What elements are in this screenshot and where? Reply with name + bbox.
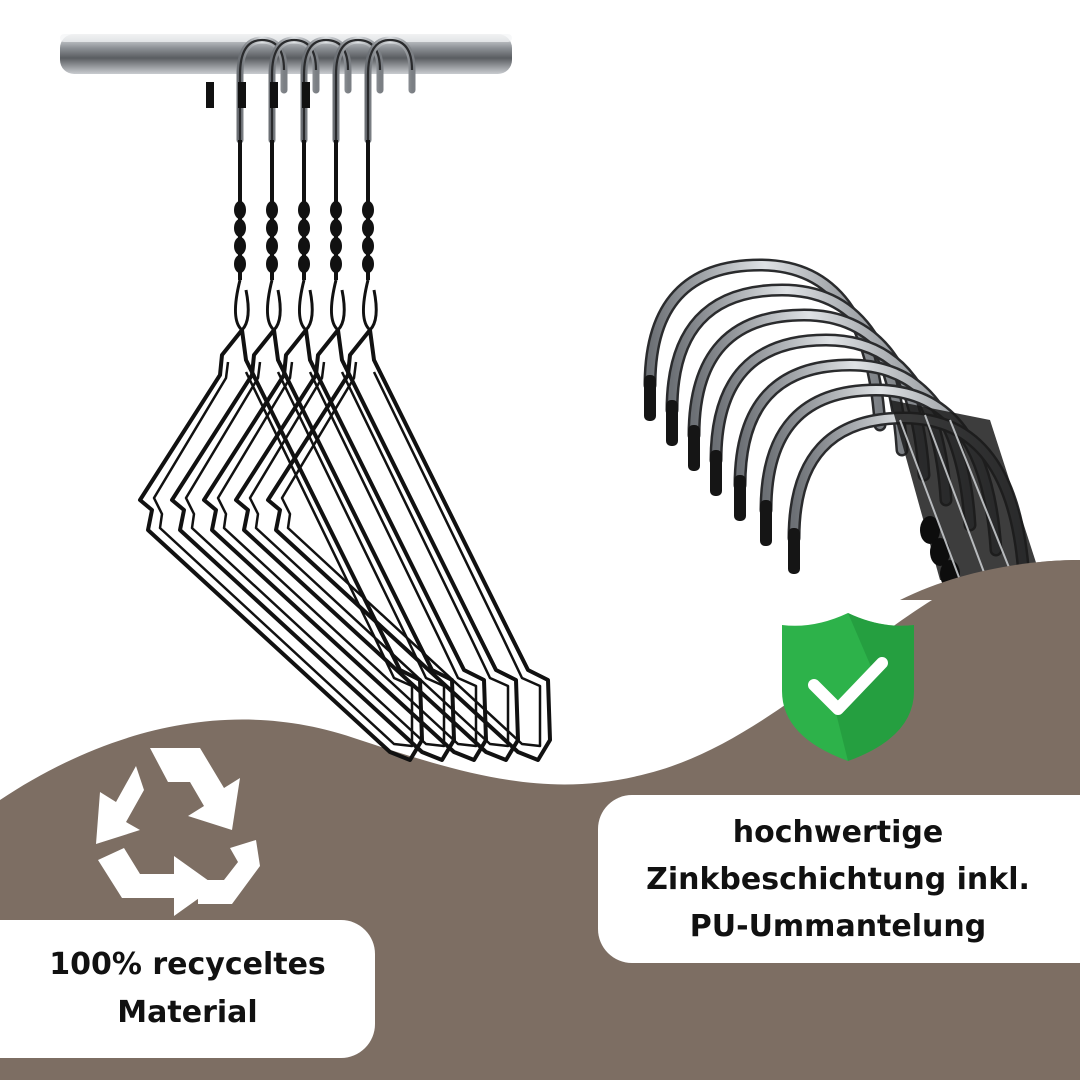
coating-feature-label: hochwertige Zinkbeschichtung inkl. PU-Um… (598, 795, 1080, 963)
recycled-label-line-1: 100% recyceltes (49, 947, 326, 982)
recycled-material-label: 100% recyceltes Material (0, 920, 375, 1058)
coating-label-line-1: hochwertige (732, 814, 944, 850)
coating-label-line-3: PU-Ummantelung (689, 908, 987, 944)
hanger-hooks-closeup (644, 265, 1040, 588)
coating-label-line-2: Zinkbeschichtung inkl. (646, 861, 1030, 897)
shield-check-icon (782, 613, 914, 761)
recycle-icon (96, 748, 260, 916)
recycled-label-line-2: Material (117, 995, 258, 1030)
wire-hangers-group (140, 40, 550, 760)
